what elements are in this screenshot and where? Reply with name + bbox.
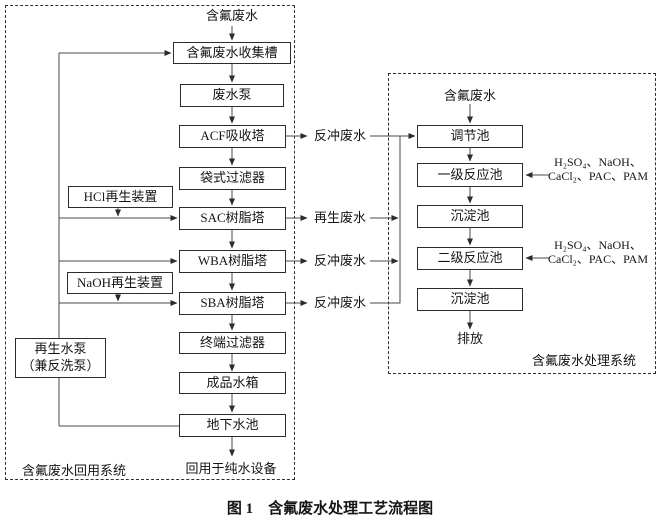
waste-stream-connectors [285, 133, 416, 306]
node-sedimentation-tank-2: 沉淀池 [417, 288, 523, 311]
node-hcl-regen-unit: HCl再生装置 [68, 186, 173, 208]
chemical-dosing-1-line1: H₂SO₄、NaOH、 [554, 155, 642, 169]
node-product-tank: 成品水箱 [179, 372, 286, 394]
node-bag-filter: 袋式过滤器 [179, 167, 286, 190]
reuse-system-label: 含氟废水回用系统 [22, 463, 127, 478]
chemical-dosing-1-line2: CaCl₂、PAC、PAM [547, 168, 648, 183]
reuse-influent-label: 含氟废水 [205, 8, 258, 23]
node-wastewater-pump: 废水泵 [180, 84, 284, 107]
node-sedimentation-tank-1: 沉淀池 [417, 205, 523, 228]
regen-pump-line1: 再生水泵 [34, 341, 87, 357]
discharge-label: 排放 [456, 331, 483, 346]
stream-sac-regen-label: 再生废水 [314, 210, 367, 225]
treatment-system-boundary [388, 73, 656, 374]
node-secondary-reaction-tank: 二级反应池 [417, 247, 523, 270]
stream-wba-backwash-label: 反冲废水 [314, 253, 367, 268]
treatment-influent-label: 含氟废水 [443, 88, 496, 103]
node-wba-tower: WBA树脂塔 [179, 250, 286, 273]
treatment-flow-arrows [467, 104, 549, 330]
node-regulating-tank: 调节池 [417, 125, 523, 148]
node-naoh-regen-unit: NaOH再生装置 [67, 272, 173, 294]
node-terminal-filter: 终端过滤器 [179, 332, 286, 354]
node-primary-reaction-tank: 一级反应池 [417, 163, 523, 187]
node-sba-tower: SBA树脂塔 [179, 292, 286, 315]
treatment-system-label: 含氟废水处理系统 [532, 353, 637, 368]
node-sac-tower: SAC树脂塔 [179, 207, 286, 230]
stream-acf-backwash-label: 反冲废水 [314, 128, 367, 143]
node-collection-tank: 含氟废水收集槽 [173, 42, 291, 64]
node-underground-pool: 地下水池 [179, 414, 286, 437]
regen-pump-line2: （兼反洗泵） [21, 358, 100, 373]
node-acf-tower: ACF吸收塔 [179, 125, 286, 148]
reuse-system-boundary [5, 5, 295, 480]
chemical-dosing-2: H₂SO₄、NaOH、 CaCl₂、PAC、PAM [540, 238, 656, 266]
stream-sba-backwash-label: 反冲废水 [314, 295, 367, 310]
chemical-dosing-1: H₂SO₄、NaOH、 CaCl₂、PAC、PAM [540, 155, 656, 183]
chemical-dosing-2-line1: H₂SO₄、NaOH、 [554, 238, 642, 252]
reuse-output-label: 回用于纯水设备 [185, 461, 277, 476]
figure-caption: 图 1 含氟废水处理工艺流程图 [226, 501, 434, 517]
node-regen-pump: 再生水泵 （兼反洗泵） [15, 338, 106, 378]
chemical-dosing-2-line2: CaCl₂、PAC、PAM [547, 251, 648, 266]
